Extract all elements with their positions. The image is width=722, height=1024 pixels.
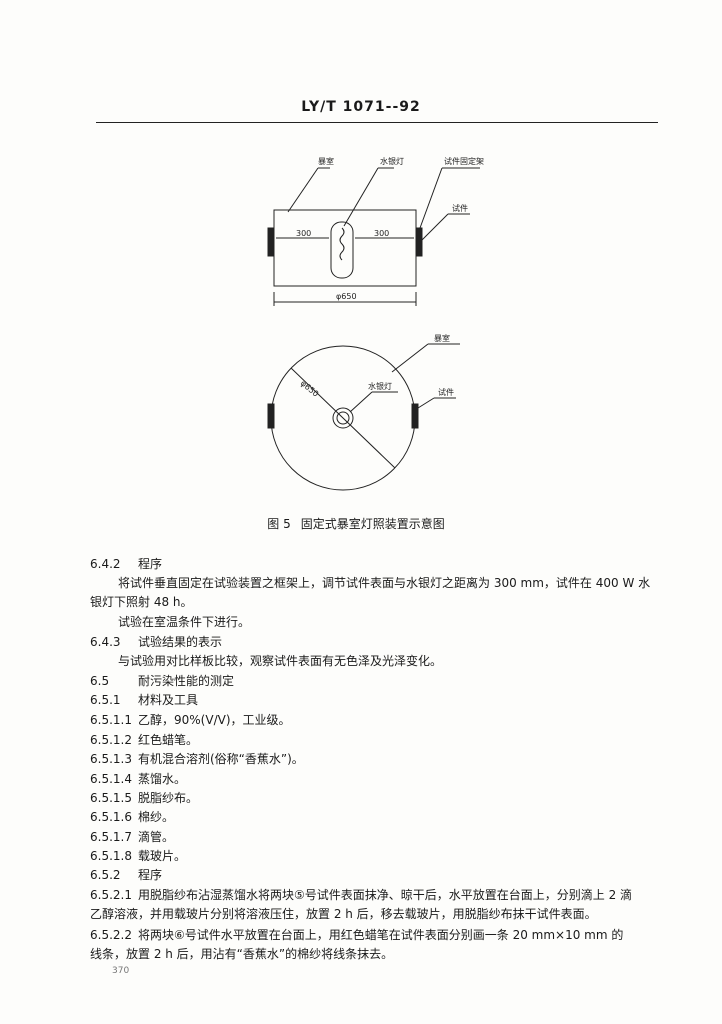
dim-300-right: 300 xyxy=(374,229,389,238)
section-number: 6.5.1 xyxy=(90,693,121,707)
body-line: 6.5.1.6 棉纱。 xyxy=(90,809,174,825)
body-line-text: 棉纱。 xyxy=(138,810,175,824)
body-line-text: 蒸馏水。 xyxy=(138,772,187,786)
figure-5-diagram: 暴室 水银灯 试件固定架 试件 300 300 φ650 φ650 暴室 水银灯… xyxy=(267,156,484,491)
section-number: 6.4.3 xyxy=(90,635,121,649)
body-line-text: 将试件垂直固定在试验装置之框架上，调节试件表面与水银灯之距离为 300 mm，试… xyxy=(118,576,651,590)
body-line-text: 红色蜡笔。 xyxy=(138,733,199,747)
section-number: 6.4.2 xyxy=(90,557,121,571)
body-line-text: 程序 xyxy=(138,557,163,571)
section-number: 6.5.1.7 xyxy=(90,830,132,844)
elevation-view xyxy=(267,167,480,306)
body-line: 线条，放置 2 h 后，用沾有“香蕉水”的棉纱将线条抹去。 xyxy=(90,946,393,962)
figure-caption: 图 5 固定式暴室灯照装置示意图 xyxy=(0,515,722,532)
body-line-text: 乙醇溶液，并用载玻片分别将溶液压住，放置 2 h 后，移去载玻片，用脱脂纱布抹干… xyxy=(90,907,597,921)
body-line-text: 线条，放置 2 h 后，用沾有“香蕉水”的棉纱将线条抹去。 xyxy=(90,947,394,961)
section-number: 6.5 xyxy=(90,674,110,688)
body-line: 6.5.1.5 脱脂纱布。 xyxy=(90,790,198,806)
standard-code-header: LY/T 1071--92 xyxy=(301,99,421,115)
body-line-text: 用脱脂纱布沾湿蒸馏水将两块⑤号试件表面抹净、晾干后，水平放置在台面上，分别滴上 … xyxy=(138,888,633,902)
figure-title: 固定式暴室灯照装置示意图 xyxy=(300,517,445,531)
dim-300-left: 300 xyxy=(296,229,311,238)
body-line-text: 脱脂纱布。 xyxy=(138,791,199,805)
figure-number: 图 5 xyxy=(267,517,291,531)
body-line: 6.5.1.7 滴管。 xyxy=(90,829,174,845)
plan-view xyxy=(267,343,460,491)
header-rule xyxy=(96,122,658,123)
body-line-text: 耐污染性能的测定 xyxy=(138,674,235,688)
body-line: 6.5.2.1 用脱脂纱布沾湿蒸馏水将两块⑤号试件表面抹净、晾干后，水平放置在台面… xyxy=(90,887,632,903)
plan-diameter-line xyxy=(290,367,396,469)
body-line: 6.4.2 程序 xyxy=(90,556,162,572)
section-number: 6.5.2 xyxy=(90,868,121,882)
specimen-plan-right xyxy=(411,403,419,429)
body-line: 6.4.3 试验结果的表示 xyxy=(90,634,222,650)
plan-diameter-label: φ650 xyxy=(299,379,321,399)
body-line: 6.5.1.8 载玻片。 xyxy=(90,848,186,864)
section-number: 6.5.2.1 xyxy=(90,888,132,902)
body-line-text: 有机混合溶剂(俗称“香蕉水”)。 xyxy=(138,752,304,766)
body-line: 6.5 耐污染性能的测定 xyxy=(90,673,234,689)
label-specimen-plan: 试件 xyxy=(438,387,454,397)
body-line-text: 乙醇，90%(V/V)，工业级。 xyxy=(138,713,291,727)
section-number: 6.5.1.2 xyxy=(90,733,132,747)
lamp-outer-ring xyxy=(332,407,354,429)
body-line-text: 与试验用对比样板比较，观察试件表面有无色泽及光泽变化。 xyxy=(118,654,443,668)
body-line: 6.5.1.1 乙醇，90%(V/V)，工业级。 xyxy=(90,712,291,728)
body-line-text: 试验结果的表示 xyxy=(138,635,223,649)
body-line: 6.5.1.2 红色蜡笔。 xyxy=(90,732,198,748)
section-number: 6.5.1.8 xyxy=(90,849,132,863)
body-line: 将试件垂直固定在试验装置之框架上，调节试件表面与水银灯之距离为 300 mm，试… xyxy=(118,575,650,591)
label-fixture: 试件固定架 xyxy=(444,156,484,166)
section-number: 6.5.1.5 xyxy=(90,791,132,805)
label-lamp-plan: 水银灯 xyxy=(368,381,392,391)
label-lamp: 水银灯 xyxy=(380,156,404,166)
specimen-left xyxy=(267,227,275,257)
dim-diameter: φ650 xyxy=(336,292,357,301)
body-line-text: 材料及工具 xyxy=(138,693,199,707)
label-specimen: 试件 xyxy=(452,203,468,213)
body-line: 6.5.1 材料及工具 xyxy=(90,692,198,708)
section-number: 6.5.1.4 xyxy=(90,772,132,786)
body-line: 乙醇溶液，并用载玻片分别将溶液压住，放置 2 h 后，移去载玻片，用脱脂纱布抹干… xyxy=(90,906,597,922)
body-line-text: 试验在室温条件下进行。 xyxy=(118,615,251,629)
section-number: 6.5.1.1 xyxy=(90,713,132,727)
label-chamber-plan: 暴室 xyxy=(434,333,450,343)
body-line: 试验在室温条件下进行。 xyxy=(118,614,250,630)
body-line: 银灯下照射 48 h。 xyxy=(90,594,193,610)
lamp-inner-ring xyxy=(336,411,350,425)
body-line: 与试验用对比样板比较，观察试件表面有无色泽及光泽变化。 xyxy=(118,653,442,669)
section-number: 6.5.1.6 xyxy=(90,810,132,824)
lamp-filament xyxy=(339,227,345,261)
mercury-lamp-elevation xyxy=(330,221,354,279)
body-line: 6.5.1.3 有机混合溶剂(俗称“香蕉水”)。 xyxy=(90,751,304,767)
body-line-text: 滴管。 xyxy=(138,830,175,844)
specimen-right xyxy=(415,227,423,257)
body-line-text: 银灯下照射 48 h。 xyxy=(90,595,193,609)
chamber-box xyxy=(273,209,417,287)
label-chamber: 暴室 xyxy=(318,156,334,166)
body-line: 6.5.1.4 蒸馏水。 xyxy=(90,771,186,787)
body-line: 6.5.2.2 将两块⑥号试件水平放置在台面上，用红色蜡笔在试件表面分别画一条 2… xyxy=(90,927,623,943)
page-number: 370 xyxy=(112,966,130,976)
body-line-text: 将两块⑥号试件水平放置在台面上，用红色蜡笔在试件表面分别画一条 20 mm×10… xyxy=(138,928,624,942)
body-line-text: 程序 xyxy=(138,868,163,882)
body-line-text: 载玻片。 xyxy=(138,849,187,863)
body-line: 6.5.2 程序 xyxy=(90,867,162,883)
section-number: 6.5.2.2 xyxy=(90,928,132,942)
section-number: 6.5.1.3 xyxy=(90,752,132,766)
specimen-plan-left xyxy=(267,403,275,429)
